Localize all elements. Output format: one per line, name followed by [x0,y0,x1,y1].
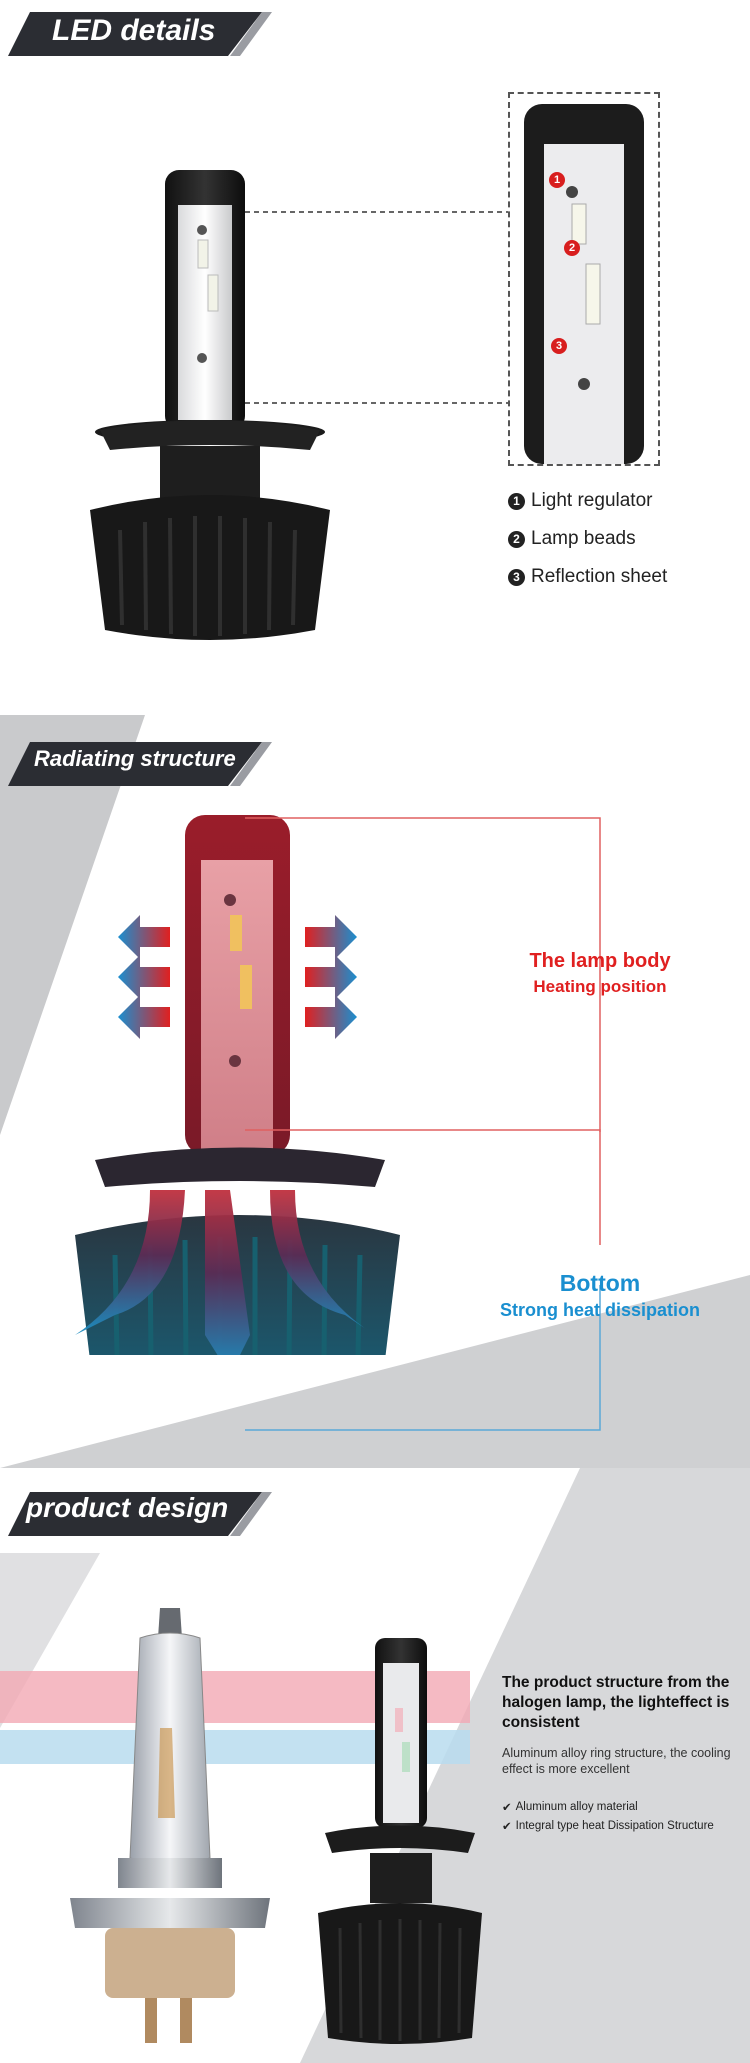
callout-label: Reflection sheet [531,566,668,587]
feature-aluminum-alloy: ✔ Aluminum alloy material [502,1800,638,1814]
callout-lamp-beads: 2 Lamp beads [508,528,636,550]
lamp-body-subtitle: Heating position [533,977,667,996]
product-design-banner [8,1492,272,1536]
product-design-section: product design [0,1468,750,2063]
radiating-structure-section: Radiating structure [0,715,750,1468]
bottom-title: Bottom [559,1270,641,1296]
callout-light-regulator: 1 Light regulator [508,490,652,512]
radiating-background [0,715,750,1468]
callout-reflection-sheet: 3 Reflection sheet [508,566,667,588]
callout-number: 2 [508,530,525,548]
heat-arrows [118,817,601,1431]
callout-label: Light regulator [531,490,653,511]
halogen-bulb-image [70,1608,270,2043]
zoom-detail-box [508,92,660,466]
lamp-body-title: The lamp body [529,950,671,972]
marker-1: 1 [549,172,565,188]
led-bulb-small-image [318,1638,482,2044]
led-bulb-image [90,170,330,640]
design-headline: The product structure from the halogen l… [502,1674,730,1731]
callout-number: 3 [508,568,525,586]
detail-connector-lines [245,211,510,404]
led-details-banner [8,12,272,56]
design-description: Aluminum alloy ring structure, the cooli… [502,1746,731,1776]
bottom-subtitle: Strong heat dissipation [499,1300,700,1320]
callout-number: 1 [508,492,525,510]
led-details-section: LED details [0,0,750,715]
radiating-title: Radiating structure [34,746,236,771]
check-icon: ✔ [502,1802,512,1814]
check-icon: ✔ [502,1821,512,1833]
led-details-title: LED details [52,14,216,47]
radiating-bulb-image [75,815,400,1355]
marker-3: 3 [551,338,567,354]
radiating-banner [8,742,272,786]
feature-integral-heat-dissipation: ✔ Integral type heat Dissipation Structu… [502,1819,714,1833]
product-design-title: product design [26,1492,229,1523]
feature-label: Integral type heat Dissipation Structure [515,1820,714,1832]
marker-2: 2 [564,240,580,256]
callout-label: Lamp beads [531,528,636,549]
feature-label: Aluminum alloy material [515,1801,638,1813]
